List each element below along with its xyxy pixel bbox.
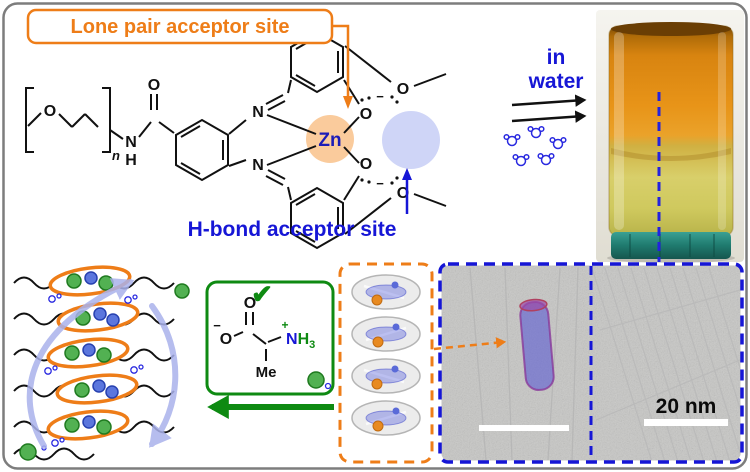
- imine-n-bottom-label: N: [252, 157, 264, 174]
- flow-arrow-down: [149, 303, 179, 448]
- tem-box-border: [438, 262, 744, 464]
- amide-h-label: H: [125, 152, 137, 169]
- phenolate-minus-top: −: [376, 89, 384, 104]
- vial-cap: [611, 232, 731, 259]
- imine-top: [265, 79, 292, 111]
- phenol-ring-bottom: [290, 175, 447, 250]
- double-reaction-arrows-icon: [511, 94, 587, 123]
- scale-bar-label: 20 nm: [656, 395, 717, 418]
- check-icon: ✔: [251, 279, 273, 309]
- amide-o-label: O: [148, 77, 160, 94]
- vial-top-meniscus: [611, 22, 731, 36]
- tem-box: 20 nm: [438, 262, 744, 464]
- h-bond-label: H-bond acceptor site: [188, 218, 397, 241]
- tem-right-fibers: [591, 267, 741, 461]
- amino-acid-sphere: [19, 443, 37, 461]
- scale-bar-left: [479, 425, 569, 431]
- peg-oxygen-label: O: [44, 103, 56, 120]
- scale-bar-right: [644, 419, 728, 426]
- in-water-label-line1: in: [547, 46, 566, 69]
- alanine-minus: −: [213, 318, 221, 333]
- guest-sphere: [307, 371, 325, 389]
- structure-atom-labels: O n N H O N N Zn O − O − O O: [44, 77, 409, 202]
- phenolate-o-bottom-label: O: [360, 156, 372, 173]
- zn-sphere: [371, 378, 383, 390]
- imine-bottom: [265, 169, 292, 201]
- alanine-o-double: O: [244, 295, 256, 312]
- diamine-ring: [175, 118, 247, 182]
- peg-chain: [25, 87, 124, 153]
- lone-pair-connector: [332, 24, 350, 98]
- lone-pair-label: Lone pair acceptor site: [71, 16, 290, 38]
- imine-n-top-label: N: [252, 104, 264, 121]
- chemical-structure: [25, 30, 447, 250]
- alanine-plus: +: [281, 318, 288, 332]
- methoxy-o-top-label: O: [397, 81, 409, 98]
- zn-sphere: [372, 336, 384, 348]
- amide-group: [138, 94, 175, 138]
- flow-arrows: [26, 278, 179, 449]
- assembly-schematic: [13, 265, 190, 461]
- phenolate-minus-bottom: −: [376, 176, 384, 191]
- nanofiber-highlight-cylinder: [519, 298, 555, 391]
- alanine-me-label: Me: [256, 364, 277, 381]
- alanine-labels: O O − + NH3 Me: [213, 295, 315, 381]
- vial-photo: [596, 10, 744, 263]
- zn-label: Zn: [318, 130, 341, 151]
- alanine-bonds: [233, 312, 282, 361]
- packing-model: [351, 274, 421, 436]
- zn-sphere: [372, 420, 384, 432]
- water-molecules-icon: [503, 125, 567, 167]
- in-water-label-line2: water: [528, 70, 584, 93]
- zn-sphere: [371, 294, 383, 306]
- flow-arrow-up: [26, 278, 135, 449]
- vial-body: [608, 25, 734, 237]
- zn-coordination-bonds: [266, 114, 360, 166]
- repeat-n-label: n: [112, 148, 120, 163]
- packing-model-box: [338, 262, 434, 464]
- guest-box: ✔ O O − + NH3 Me: [205, 279, 335, 396]
- hbond-highlight-circle: [382, 111, 440, 169]
- phenolate-o-top-label: O: [360, 106, 372, 123]
- h-bond-connector-arrowhead: [402, 168, 412, 180]
- lone-pair-connector-arrowhead: [343, 96, 353, 109]
- zn-highlight-circle: [306, 115, 354, 163]
- alanine-o-minus: O: [220, 331, 232, 348]
- gel-boundary: [611, 148, 731, 161]
- amide-n-label: N: [125, 134, 137, 151]
- amino-acid-sphere: [174, 283, 190, 299]
- lone-pair-dots: [360, 95, 399, 185]
- alanine-amine-label: NH3: [286, 331, 315, 351]
- guest-water-dot: [324, 382, 332, 390]
